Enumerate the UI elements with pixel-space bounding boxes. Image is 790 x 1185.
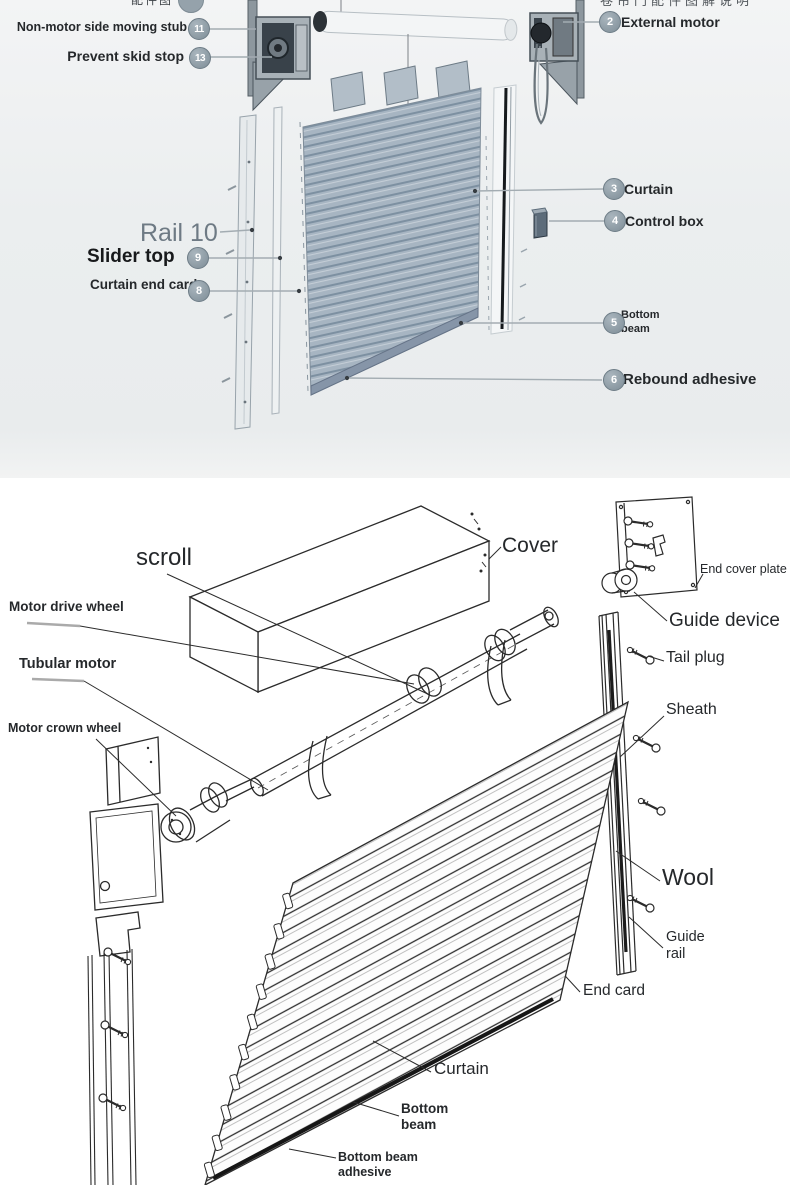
right-guide-rail-graphic <box>555 611 667 993</box>
tube-assembly-graphic <box>160 606 559 843</box>
part-number-badge-2: 2 <box>599 11 621 33</box>
part-number-badge-9: 9 <box>187 247 209 269</box>
label-end-cover-plate: End cover plate <box>700 562 787 576</box>
part-number-badge-5: 5 <box>603 312 625 334</box>
label-guide-device: Guide device <box>669 610 780 631</box>
scroll-leader-line <box>166 573 431 696</box>
label-cover: Cover <box>502 534 559 557</box>
bottom-curtain-graphic <box>203 700 629 1185</box>
label-curtain-top: Curtain <box>624 181 673 197</box>
shutter-curtain-graphic <box>299 60 490 396</box>
label-curtain-bottom: Curtain <box>434 1059 489 1078</box>
cover-box-graphic <box>188 505 502 694</box>
part-number-badge-4: 4 <box>604 210 626 232</box>
label-slider-top: Slider top <box>87 246 175 267</box>
part-number-badge-3: 3 <box>603 178 625 200</box>
label-bottom-beam-adhesive: Bottom beam adhesive <box>338 1150 418 1179</box>
label-rail-10: Rail 10 <box>140 219 218 247</box>
label-bottom-beam-top: Bottom beam <box>621 309 660 335</box>
top-leader-dots <box>249 188 478 381</box>
control-box-graphic <box>531 207 548 239</box>
cropped-header-left-text: 配件图 <box>131 0 174 7</box>
label-tubular-motor: Tubular motor <box>19 656 117 672</box>
left-bracket-graphic <box>247 0 311 112</box>
right-bracket-graphic <box>529 0 585 125</box>
cropped-header-right-text: 卷帘门配件图解说明 <box>600 0 754 8</box>
label-wool: Wool <box>662 864 714 890</box>
part-number-badge-6: 6 <box>603 369 625 391</box>
right-rail-graphic <box>490 84 528 335</box>
label-guide-rail: Guide rail <box>666 929 705 962</box>
label-external-motor: External motor <box>621 14 720 30</box>
label-bottom-beam: Bottom beam <box>401 1101 449 1133</box>
top-leader-lines <box>209 21 604 381</box>
left-rails-graphic <box>221 106 283 430</box>
part-number-badge-11: 11 <box>188 18 210 40</box>
roller-tube-graphic <box>313 0 518 122</box>
label-sheath: Sheath <box>666 701 717 718</box>
label-end-card: End card <box>583 982 646 999</box>
end-cover-plate-graphic <box>601 496 704 622</box>
left-plates-graphic <box>87 736 164 1185</box>
part-number-badge-13: 13 <box>189 47 211 69</box>
label-non-motor-side-moving-stub: Non-motor side moving stub <box>16 20 187 34</box>
cropped-circle-fragment <box>178 0 204 13</box>
label-motor-crown-wheel: Motor crown wheel <box>8 721 122 735</box>
label-scroll: scroll <box>136 544 193 571</box>
label-tail-plug: Tail plug <box>666 649 725 666</box>
label-motor-drive-wheel: Motor drive wheel <box>9 599 124 614</box>
label-rebound-adhesive: Rebound adhesive <box>623 371 757 388</box>
label-control-box: Control box <box>625 213 704 229</box>
bottom-left-leader-lines <box>26 621 415 817</box>
label-curtain-end-card: Curtain end card <box>90 277 198 292</box>
part-number-badge-8: 8 <box>188 280 210 302</box>
label-prevent-skid-stop: Prevent skid stop <box>67 48 184 64</box>
